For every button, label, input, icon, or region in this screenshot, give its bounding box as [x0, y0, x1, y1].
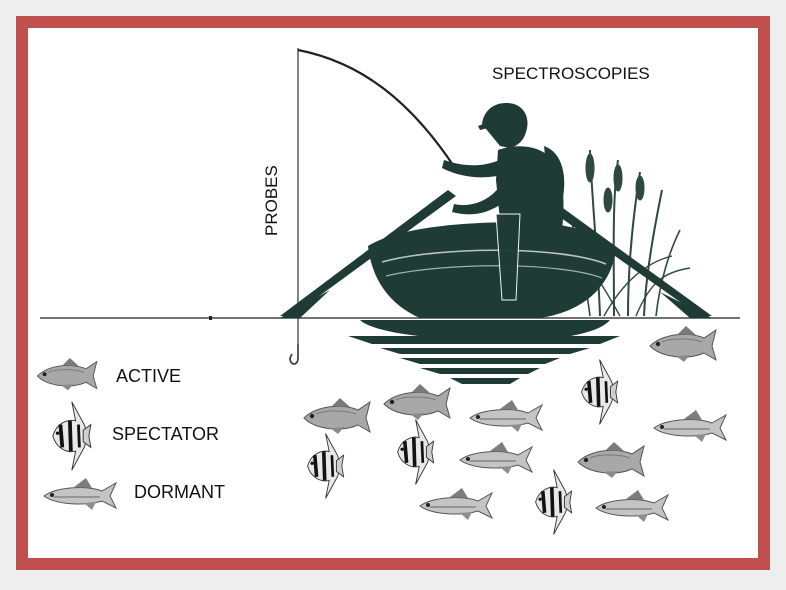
fishing-hook-icon: [290, 344, 298, 364]
active-fish-icon: [37, 358, 96, 390]
legend-label-active: ACTIVE: [116, 366, 181, 387]
fish-dormant: [596, 490, 668, 522]
fish-spectator: [536, 470, 572, 535]
fish-active: [650, 326, 716, 362]
fish-dormant: [654, 410, 726, 442]
fish-school: [304, 326, 726, 534]
fish-dormant: [460, 442, 532, 474]
fish-spectator: [308, 434, 344, 499]
spectroscopies-label: SPECTROSCOPIES: [492, 64, 650, 84]
legend-label-dormant: DORMANT: [134, 482, 225, 503]
fish-spectator: [582, 360, 618, 425]
legend-label-spectator: SPECTATOR: [112, 424, 219, 445]
fish-active: [578, 442, 644, 478]
spectator-fish-icon: [53, 402, 91, 470]
fish-active: [304, 398, 370, 434]
fish-spectator: [398, 420, 434, 485]
fish-active: [384, 384, 450, 420]
probes-axis-label: PROBES: [262, 165, 282, 236]
dormant-fish-icon: [44, 478, 116, 510]
fish-dormant: [420, 488, 492, 520]
fish-dormant: [470, 400, 542, 432]
fishing-rod: [298, 50, 455, 168]
float-marker: [209, 316, 212, 320]
boat-reflection: [348, 320, 620, 384]
